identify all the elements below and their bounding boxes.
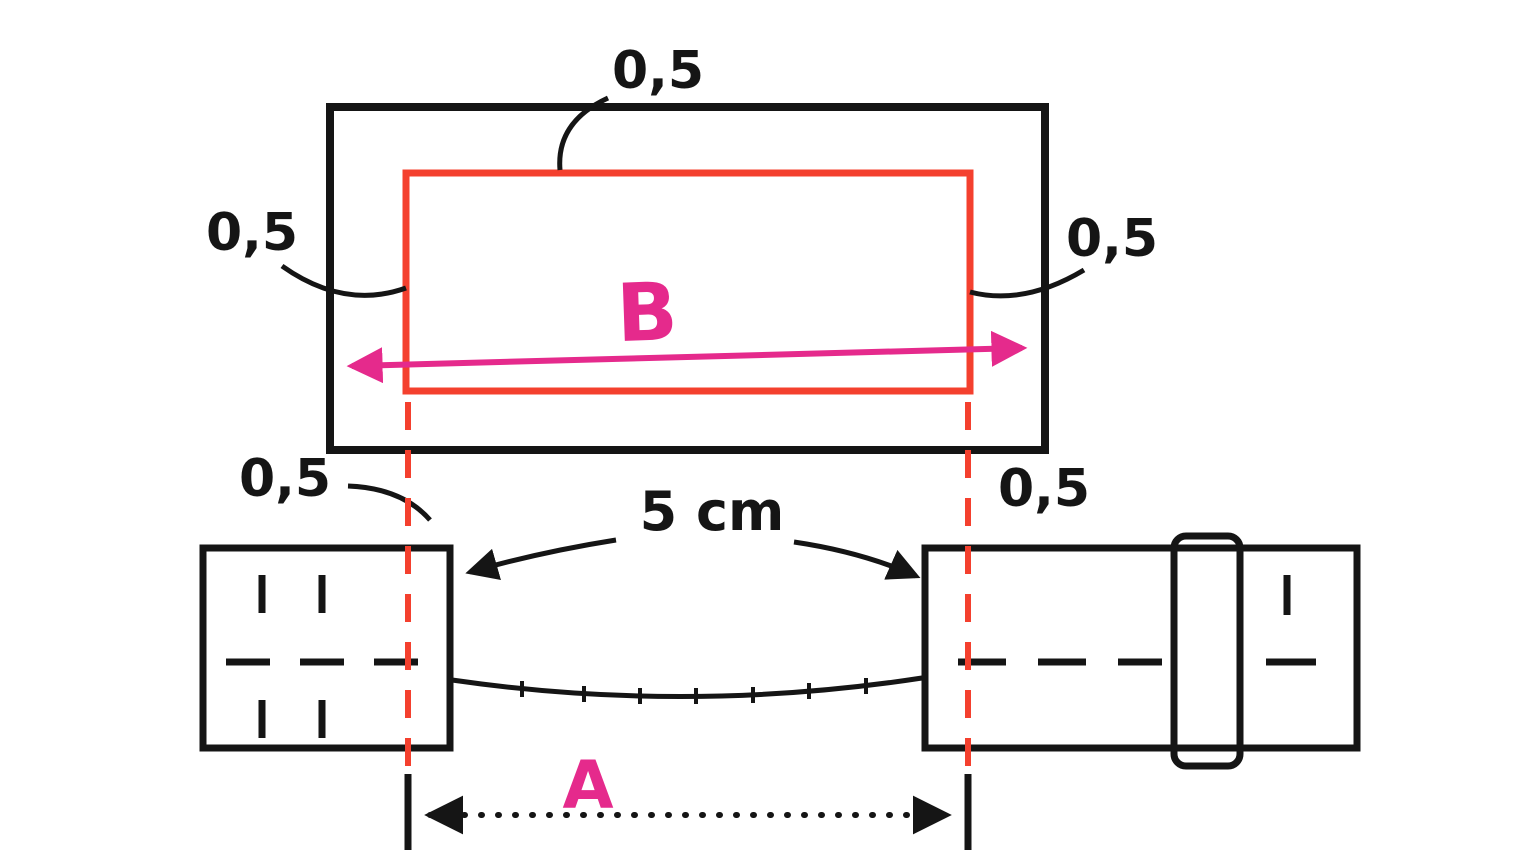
measure-arc <box>451 675 923 699</box>
offset-left-leader <box>280 263 407 298</box>
offset-left-label: 0,5 <box>206 203 298 263</box>
offset-right-label: 0,5 <box>1066 209 1158 269</box>
offset-bottom-left-label: 0,5 <box>239 449 331 509</box>
tape-buckle <box>1170 532 1244 770</box>
offset-bottom-left-leader <box>347 483 432 522</box>
b-dimension-arrow <box>346 330 1028 384</box>
a-dimension-group: A <box>404 747 972 850</box>
offset-bottom-right-label: 0,5 <box>998 459 1090 519</box>
measure-arc-group <box>451 675 923 704</box>
right-tape-piece <box>921 532 1361 770</box>
inner-red-rectangle <box>402 169 974 395</box>
offset-top-leader <box>557 95 610 171</box>
gap-arrow-left <box>465 537 617 581</box>
offset-right-leader <box>969 267 1086 299</box>
left-tape-outline <box>199 544 454 752</box>
a-dimension-label: A <box>562 747 613 824</box>
gap-length-label: 5 cm <box>640 480 785 543</box>
gap-arrow-right <box>793 539 921 580</box>
right-tape-outline <box>921 544 1361 752</box>
outer-rectangle <box>326 103 1049 454</box>
left-tape-piece <box>199 544 454 752</box>
offset-top-label: 0,5 <box>612 41 704 101</box>
b-dimension-label: B <box>615 265 679 360</box>
